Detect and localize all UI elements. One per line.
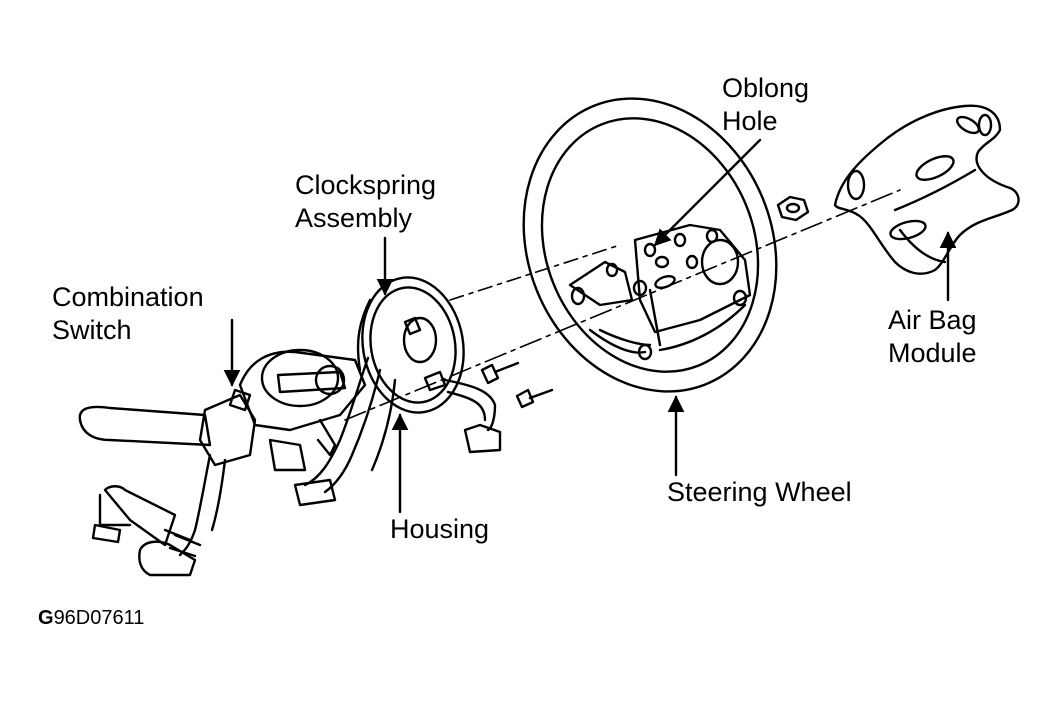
figure-code-prefix: G [38,607,54,629]
figure-code-number: 96D07611 [53,607,145,629]
bolt-drawing [480,361,554,409]
oblong-hole-label-line-1: Oblong [722,73,810,103]
combination-switch-label: Combination Switch [52,281,204,347]
assembly-axis-line-2 [449,244,621,301]
clockspring-assembly-label-line-1: Clockspring [295,170,437,200]
air-bag-module-label-line-2: Module [888,338,977,368]
clockspring-assembly-drawing [356,276,502,454]
air-bag-module-label: Air Bag Module [888,304,977,370]
oblong-hole-label: Oblong Hole [722,72,809,138]
clockspring-assembly-label: Clockspring Assembly [295,169,436,235]
steering-wheel-label: Steering Wheel [667,477,852,507]
combination-switch-label-line-2: Switch [52,315,132,345]
steering-wheel-drawing [522,97,778,393]
combination-switch-drawing [78,348,367,577]
air-bag-module-label-line-1: Air Bag [888,305,977,335]
figure-code: G96D07611 [38,607,144,629]
steering-nut-drawing [776,195,810,222]
housing-label: Housing [390,514,490,544]
air-bag-module-drawing [833,104,1020,275]
oblong-hole-label-line-2: Hole [722,106,778,136]
combination-switch-label-line-1: Combination [52,282,204,312]
clockspring-assembly-label-line-2: Assembly [295,203,413,233]
assembly-axis-line [344,189,901,421]
oblong-hole-leader [653,138,762,247]
